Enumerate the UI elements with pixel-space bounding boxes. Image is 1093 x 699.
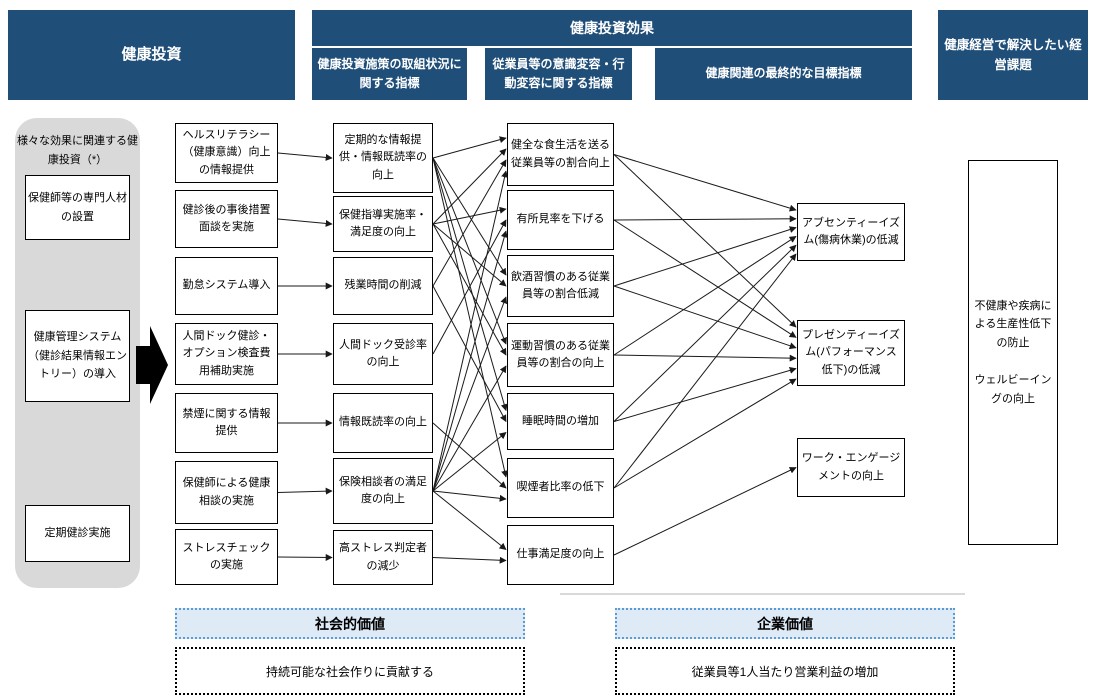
connector-arrow [613,366,797,422]
connector-arrow [613,235,797,356]
connector-arrow [277,152,333,161]
connector-arrow [613,154,797,328]
header-effect: 健康投資効果 [312,10,912,46]
connector-arrow [432,136,507,159]
initiative-indicator-node: 保険相談者の満足度の向上 [333,458,433,524]
behavior-indicator-node: 睡眠時間の増加 [507,393,614,450]
connector-arrow [613,154,797,212]
connector-arrow [432,285,507,423]
corporate-value-header: 企業価値 [615,608,955,639]
connector-arrow [613,215,797,223]
connector-arrow [432,432,507,492]
target-indicator-node: アブセンティーイズム(傷病休業)の低減 [797,203,905,261]
initiative-indicator-node: 人間ドック受診率の向上 [333,323,433,385]
initiative-indicator-node: 保健指導実施率・満足度の向上 [333,196,433,252]
initiative-indicator-node: 高ストレス判定者の減少 [333,530,433,585]
header-behavior-indicators: 従業員等の意識変容・行動変容に関する指標 [485,48,632,100]
investment-node: 勤怠システム導入 [175,257,278,315]
connector-arrow [432,556,507,564]
social-value-desc: 持続可能な社会作りに貢献する [175,647,525,695]
behavior-indicator-node: 飲酒習慣のある従業員等の割合低減 [507,255,614,317]
goal-box: 不健康や疾病による生産性低下の防止 ウェルビーイングの向上 [968,160,1058,545]
connector-arrow [432,223,507,287]
header-investment: 健康投資 [8,10,295,100]
goal-line-wellbeing: ウェルビーイングの向上 [974,373,1052,405]
connector-arrow [613,253,797,489]
connector-arrow [432,148,507,225]
connector-arrow [613,378,797,489]
behavior-indicator-node: 有所見率を下げる [507,190,614,250]
header-target-indicators: 健康関連の最終的な目標指標 [655,48,912,100]
behavior-indicator-node: 喫煙者比率の低下 [507,458,614,518]
connector-arrow [432,490,507,502]
connector-arrow [432,296,508,492]
investment-node: 禁煙に関する情報提供 [175,393,278,453]
connector-arrow [432,490,507,550]
connector-arrow [613,244,797,422]
connector-arrow [613,226,797,287]
foundation-panel-title: 様々な効果に関連する健康投資（*） [17,135,138,166]
foundation-panel: 様々な効果に関連する健康投資（*） 保健師等の専門人材の設置 健康管理システム（… [15,118,140,588]
connector-arrow [432,219,507,355]
investment-node: ストレスチェックの実施 [175,529,278,585]
connector-arrow [432,230,508,492]
foundation-item-checkup: 定期健診実施 [25,505,130,562]
connector-arrow [432,223,507,356]
connector-arrow [277,553,333,561]
connector-arrow [613,285,797,350]
connector-arrow [432,170,509,492]
target-indicator-node: プレゼンティーイズム(パフォーマンス低下)の低減 [797,320,905,386]
initiative-indicator-node: 定期的な情報提供・情報既読率の向上 [333,123,433,193]
header-initiative-indicators: 健康投資施策の取組状況に関する指標 [312,48,467,100]
investment-node: 健診後の事後措置面談を実施 [175,190,278,248]
connector-arrow [432,157,507,276]
connector-arrow [432,422,507,489]
initiative-indicator-node: 残業時間の削減 [333,257,433,315]
connector-arrow [432,157,509,478]
target-indicator-node: ワーク・エンゲージメントの向上 [797,438,905,497]
behavior-indicator-node: 仕事満足度の向上 [507,525,614,585]
connector-arrow [432,157,508,412]
investment-node: 人間ドック健診・オプション検査費用補助実施 [175,323,278,385]
investment-node: ヘルスリテラシー（健康意識）向上の情報提供 [175,123,278,183]
connector-arrow [277,487,333,495]
connector-arrow [613,467,797,556]
goal-line-productivity: 不健康や疾病による生産性低下の防止 [974,299,1052,350]
behavior-indicator-node: 運動習慣のある従業員等の割合の向上 [507,323,614,387]
connector-arrow [613,219,797,338]
connector-arrow [613,354,797,362]
initiative-indicator-node: 情報既読率の向上 [333,393,433,453]
connector-arrow [432,159,507,287]
connector-arrow [432,365,507,492]
social-value-header: 社会的価値 [175,608,525,639]
connector-arrow [432,206,507,225]
connector-arrow [432,157,507,345]
connector-arrow [277,218,333,227]
foundation-item-health-system: 健康管理システム（健診結果情報エントリー）の導入 [25,310,130,402]
corporate-value-desc: 従業員等1人当たり営業利益の増加 [615,647,955,695]
block-arrow-icon [136,326,168,404]
behavior-indicator-node: 健全な食生活を送る従業員等の割合向上 [507,123,614,186]
foundation-item-specialist: 保健師等の専門人材の設置 [25,175,130,240]
header-management-issues: 健康経営で解決したい経営課題 [938,10,1088,100]
investment-node: 保健師による健康相談の実施 [175,461,278,524]
